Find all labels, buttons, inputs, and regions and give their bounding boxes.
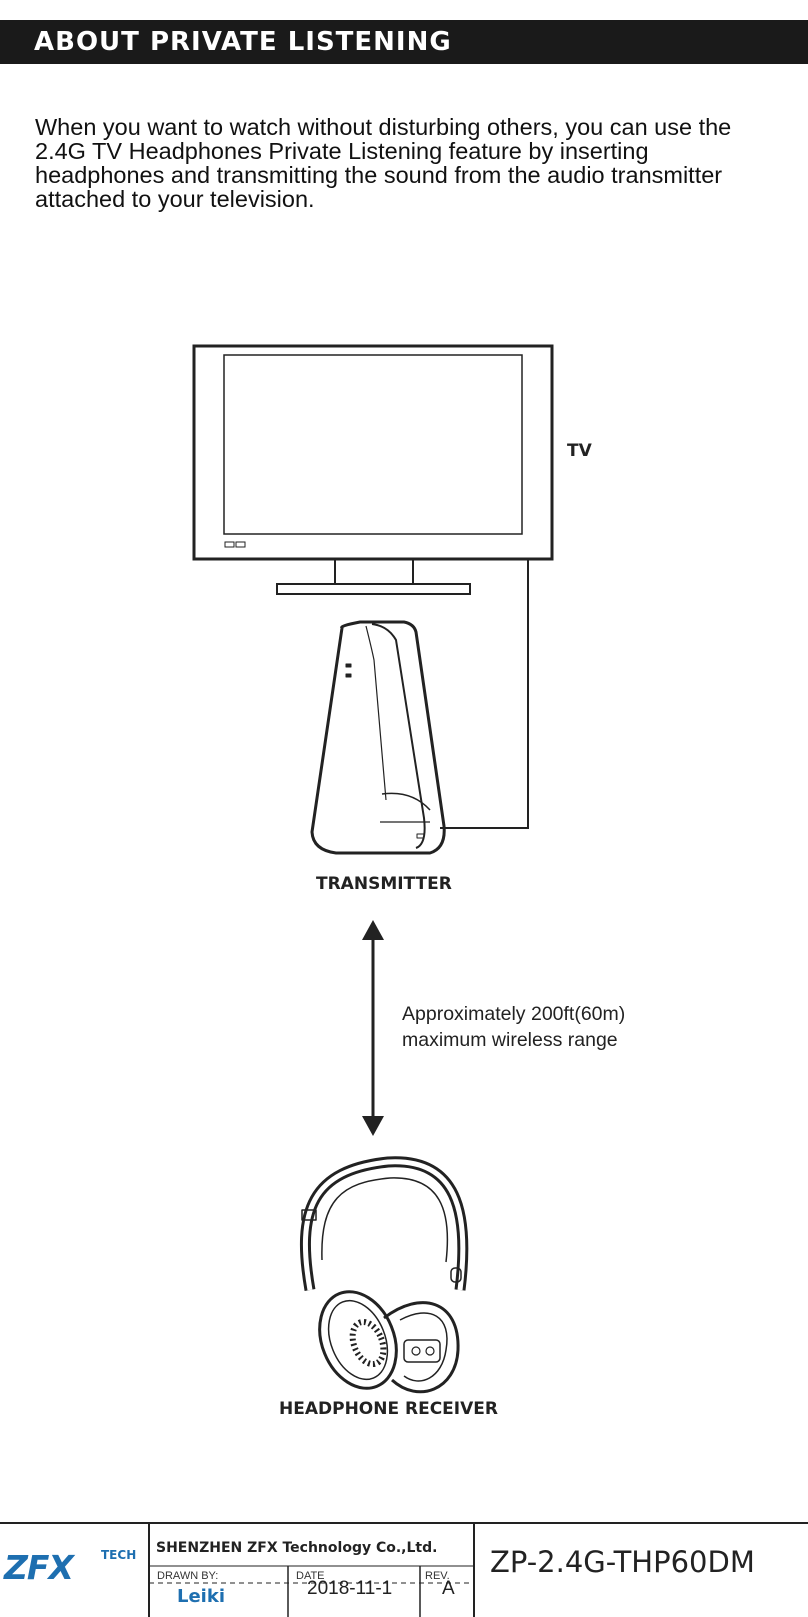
logo-superscript: TECH [101,1548,137,1562]
page-title: ABOUT PRIVATE LISTENING [34,27,452,57]
audio-cable [440,559,529,829]
revision-value: A [442,1578,455,1599]
headphone-illustration [299,1156,469,1394]
range-line-1: Approximately 200ft(60m) [402,1003,626,1025]
drawn-by-value: Leiki [177,1586,225,1607]
drawn-by-label: DRAWN BY: [157,1570,219,1582]
headphone-label: HEADPHONE RECEIVER [279,1399,498,1419]
tv-label: TV [567,441,592,461]
date-value: 2018-11-1 [307,1578,393,1599]
range-line-2: maximum wireless range [402,1029,618,1051]
model-number: ZP-2.4G-THP60DM [490,1545,755,1579]
company-name: SHENZHEN ZFX Technology Co.,Ltd. [156,1540,438,1556]
date-label: DATE [296,1570,325,1582]
tv-illustration [192,344,554,595]
zfx-logo: ZFX TECH [4,1548,136,1587]
logo-wordmark: ZFX [4,1548,74,1587]
title-block-frame [0,1522,808,1617]
revision-label: REV. [425,1570,450,1582]
range-note: Approximately 200ft(60m) maximum wireles… [402,1001,625,1053]
transmitter-label: TRANSMITTER [316,874,452,894]
header-banner: ABOUT PRIVATE LISTENING [0,20,808,64]
transmitter-illustration [310,620,446,855]
range-arrow [362,920,384,1136]
intro-paragraph: When you want to watch without disturbin… [35,114,732,212]
